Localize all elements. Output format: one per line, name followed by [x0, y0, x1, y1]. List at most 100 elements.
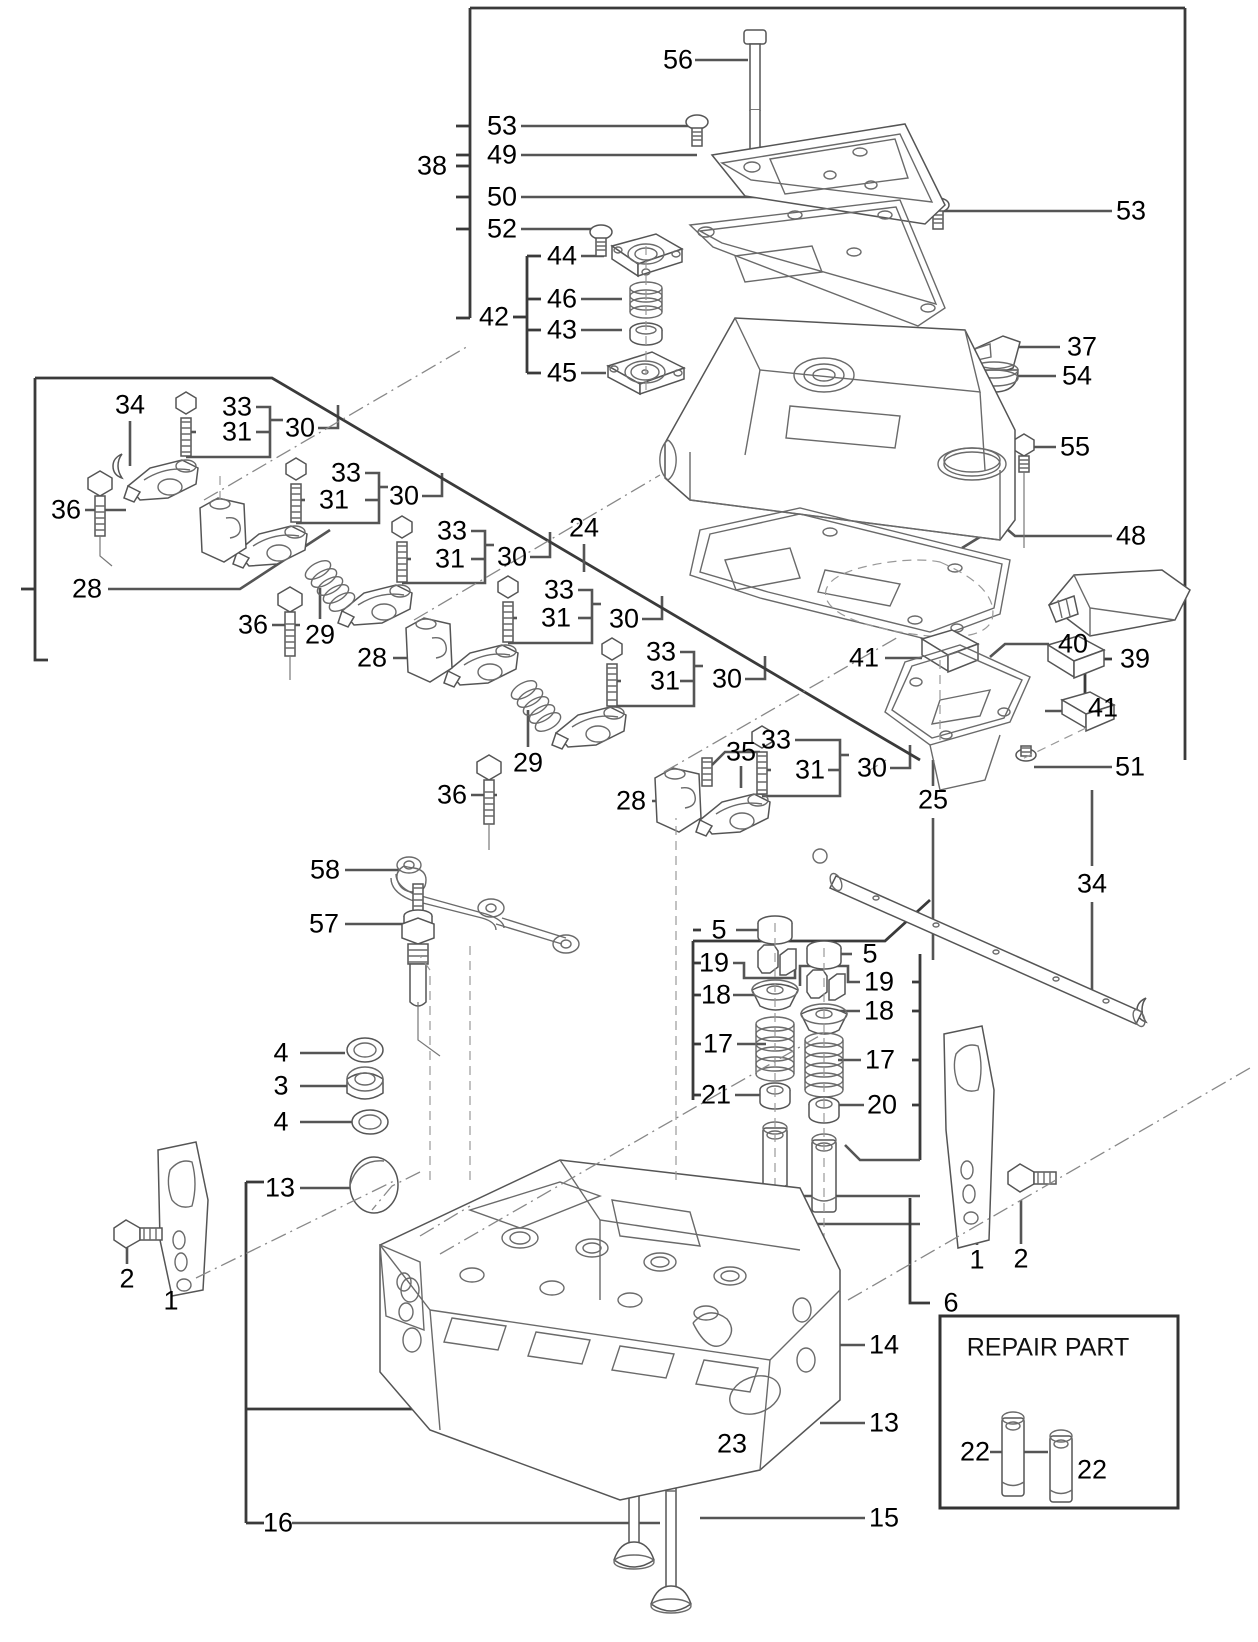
- callout-number-45: 45: [546, 357, 578, 388]
- callout-number-31: 31: [540, 602, 572, 633]
- callout-number-30: 30: [284, 412, 316, 443]
- group-bracket-38: [456, 6, 1187, 760]
- part-sealant-tube: [1047, 569, 1191, 637]
- callout-number-33: 33: [543, 574, 575, 605]
- callout-number-16: 16: [262, 1507, 294, 1538]
- callout-number-18: 18: [863, 995, 895, 1026]
- part-29-rocker-spring: [304, 560, 562, 732]
- part-4-3-seals: [346, 1037, 389, 1135]
- callout-number-20: 20: [866, 1089, 898, 1120]
- callout-number-58: 58: [309, 854, 341, 885]
- callout-number-28: 28: [356, 642, 388, 673]
- callout-number-4: 4: [273, 1106, 289, 1137]
- callout-number-36: 36: [50, 494, 82, 525]
- part-53-screw-a: [685, 114, 709, 147]
- part-57-glow-plug: [401, 883, 441, 1057]
- callout-number-36: 36: [436, 779, 468, 810]
- callout-number-33: 33: [645, 636, 677, 667]
- part-valve-cover-body: [659, 317, 1016, 541]
- callout-number-4: 4: [273, 1037, 289, 1068]
- part-25-rocker-shaft: [812, 848, 1146, 1028]
- callout-number-30: 30: [496, 541, 528, 572]
- callout-number-18: 18: [700, 979, 732, 1010]
- callout-number-30: 30: [388, 480, 420, 511]
- part-40-41-rubber-blocks: [920, 629, 1116, 733]
- part-2-bolt-left: [113, 1219, 163, 1249]
- part-56-long-bolt: [743, 29, 767, 153]
- callout-number-33: 33: [760, 724, 792, 755]
- part-1-lifting-bracket-right: [943, 1025, 995, 1249]
- part-15-exhaust-valve: [650, 1463, 692, 1614]
- callout-number-2: 2: [119, 1263, 135, 1294]
- callout-number-56: 56: [662, 44, 694, 75]
- callout-number-34: 34: [1076, 868, 1108, 899]
- construction-lines: [195, 344, 1251, 1301]
- leader-lines-mid: [931, 760, 1094, 1000]
- callout-number-19: 19: [863, 966, 895, 997]
- part-13-welch-plug-a: [349, 1156, 399, 1214]
- callout-number-13: 13: [868, 1407, 900, 1438]
- callout-number-41: 41: [848, 642, 880, 673]
- callout-number-13: 13: [264, 1172, 296, 1203]
- callout-number-34: 34: [114, 389, 146, 420]
- part-50-cover-gasket: [688, 199, 946, 327]
- callout-number-3: 3: [273, 1070, 289, 1101]
- part-33-31-adjusters: [175, 391, 773, 795]
- callout-number-28: 28: [615, 785, 647, 816]
- part-1-lifting-bracket-left: [157, 1141, 209, 1297]
- part-22-valve-guides: [1001, 1411, 1073, 1503]
- callout-number-46: 46: [546, 283, 578, 314]
- part-52-screw: [589, 224, 613, 257]
- callout-number-41: 41: [1087, 692, 1119, 723]
- callout-number-37: 37: [1066, 331, 1098, 362]
- callout-number-1: 1: [163, 1285, 179, 1316]
- part-36-bolts: [87, 470, 502, 850]
- part-51-screw: [1015, 745, 1037, 762]
- callout-number-31: 31: [318, 484, 350, 515]
- callout-number-28: 28: [71, 573, 103, 604]
- callout-number-25: 25: [917, 784, 949, 815]
- callout-number-30: 30: [856, 752, 888, 783]
- repair-part-number-22: 22: [1076, 1454, 1108, 1485]
- leader-lines-left: [85, 421, 760, 797]
- part-55-bolt: [1013, 433, 1035, 548]
- callout-number-31: 31: [221, 416, 253, 447]
- callout-number-33: 33: [436, 515, 468, 546]
- callout-number-40: 40: [1057, 628, 1089, 659]
- part-35-stud: [701, 757, 713, 787]
- callout-number-53: 53: [1115, 195, 1147, 226]
- callout-number-19: 19: [698, 947, 730, 978]
- callout-number-30: 30: [608, 603, 640, 634]
- callout-number-53: 53: [486, 110, 518, 141]
- callout-number-52: 52: [486, 213, 518, 244]
- part-rocker-arms: [123, 459, 771, 837]
- part-49-cylinder-head-cover: [710, 123, 946, 225]
- callout-number-44: 44: [546, 240, 578, 271]
- callout-number-23: 23: [716, 1428, 748, 1459]
- callout-number-38: 38: [416, 150, 448, 181]
- callout-number-24: 24: [568, 512, 600, 543]
- part-6-cylinder-head: [379, 1159, 841, 1501]
- callout-number-30: 30: [711, 663, 743, 694]
- callout-number-29: 29: [512, 747, 544, 778]
- callout-number-33: 33: [221, 391, 253, 422]
- callout-number-42: 42: [478, 301, 510, 332]
- callout-number-31: 31: [794, 754, 826, 785]
- callout-number-2: 2: [1013, 1243, 1029, 1274]
- repair-part-number-22: 22: [959, 1436, 991, 1467]
- callout-number-48: 48: [1115, 520, 1147, 551]
- callout-number-1: 1: [969, 1244, 985, 1275]
- callout-number-31: 31: [434, 543, 466, 574]
- callout-number-35: 35: [725, 736, 757, 767]
- callout-number-51: 51: [1114, 751, 1146, 782]
- callout-number-15: 15: [868, 1502, 900, 1533]
- callout-number-5: 5: [711, 914, 727, 945]
- callout-number-31: 31: [649, 665, 681, 696]
- callout-number-43: 43: [546, 314, 578, 345]
- part-44-breather-cover: [610, 233, 684, 278]
- callout-number-55: 55: [1059, 431, 1091, 462]
- callout-number-33: 33: [330, 457, 362, 488]
- callout-number-29: 29: [304, 619, 336, 650]
